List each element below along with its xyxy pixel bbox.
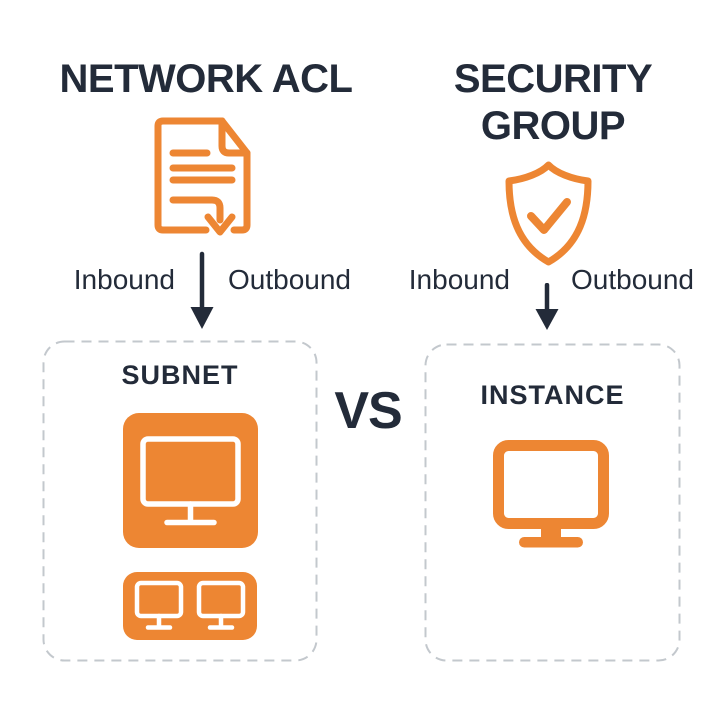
computer-icon [140,436,241,526]
flow-arrow-icon [190,251,214,329]
instance-label: INSTANCE [480,380,625,410]
flow-arrow-icon [535,283,559,330]
outbound-label: Outbound [571,264,694,295]
subnet-box: SUBNET [42,340,318,662]
subnet-computer-tile [123,413,258,548]
dashed-border [424,343,681,662]
outbound-label: Outbound [228,264,351,295]
inbound-label: Inbound [73,264,175,295]
security-group-title: SECURITY GROUP [453,57,653,148]
inbound-label: Inbound [408,264,510,295]
computer-icon [493,440,609,548]
shield-check-icon [505,161,592,266]
subnet-computer-group-tile [123,572,257,640]
instance-box: INSTANCE [424,343,681,662]
computer-group-icon [134,580,246,630]
subnet-label: SUBNET [121,360,239,390]
network-acl-title: NETWORK ACL [59,57,353,101]
vs-label: VS [334,382,402,440]
document-outbound-arrow-icon [154,117,251,236]
dashed-border [42,340,318,662]
